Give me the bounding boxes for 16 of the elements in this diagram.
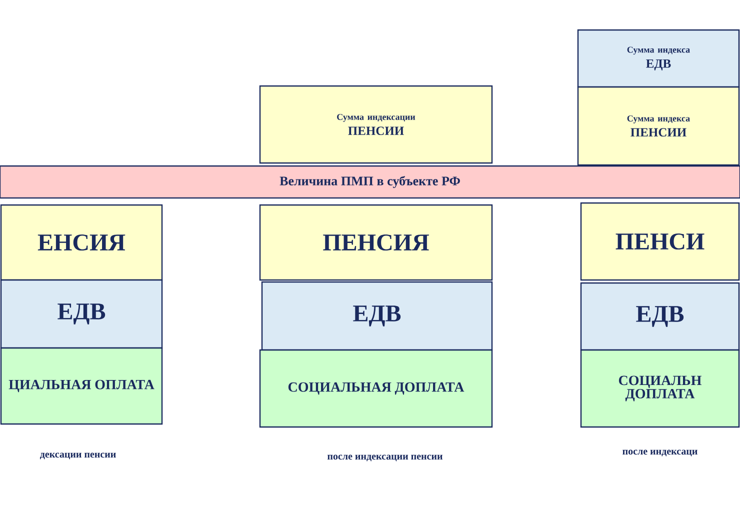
heading-band: Величина ПМП в субъекте РФ — [0, 165, 740, 199]
column-caption: дексации пенсии — [40, 452, 116, 460]
component-box: ПЕНСИЯ — [259, 204, 493, 281]
column-caption: после индексации пенсии — [328, 454, 442, 462]
indexation-box: Сумма индекса ЕДВ — [577, 29, 740, 88]
column-caption: после индексаци — [622, 450, 698, 456]
component-box: СОЦИАЛЬН ДОПЛАТА — [580, 349, 740, 428]
component-box: ЕДВ — [580, 282, 740, 351]
component-box: СОЦИАЛЬНАЯ ДОПЛАТА — [259, 349, 493, 428]
component-box: ЕНСИЯ — [0, 204, 163, 281]
component-box: ЦИАЛЬНАЯ ОПЛАТА — [0, 347, 163, 425]
indexation-box: Сумма индексации ПЕНСИИ — [259, 85, 493, 164]
indexation-box: Сумма индекса ПЕНСИИ — [577, 86, 740, 166]
component-box: ЕДВ — [0, 279, 163, 349]
component-box: ПЕНСИ — [580, 202, 740, 281]
component-box: ЕДВ — [261, 281, 493, 351]
